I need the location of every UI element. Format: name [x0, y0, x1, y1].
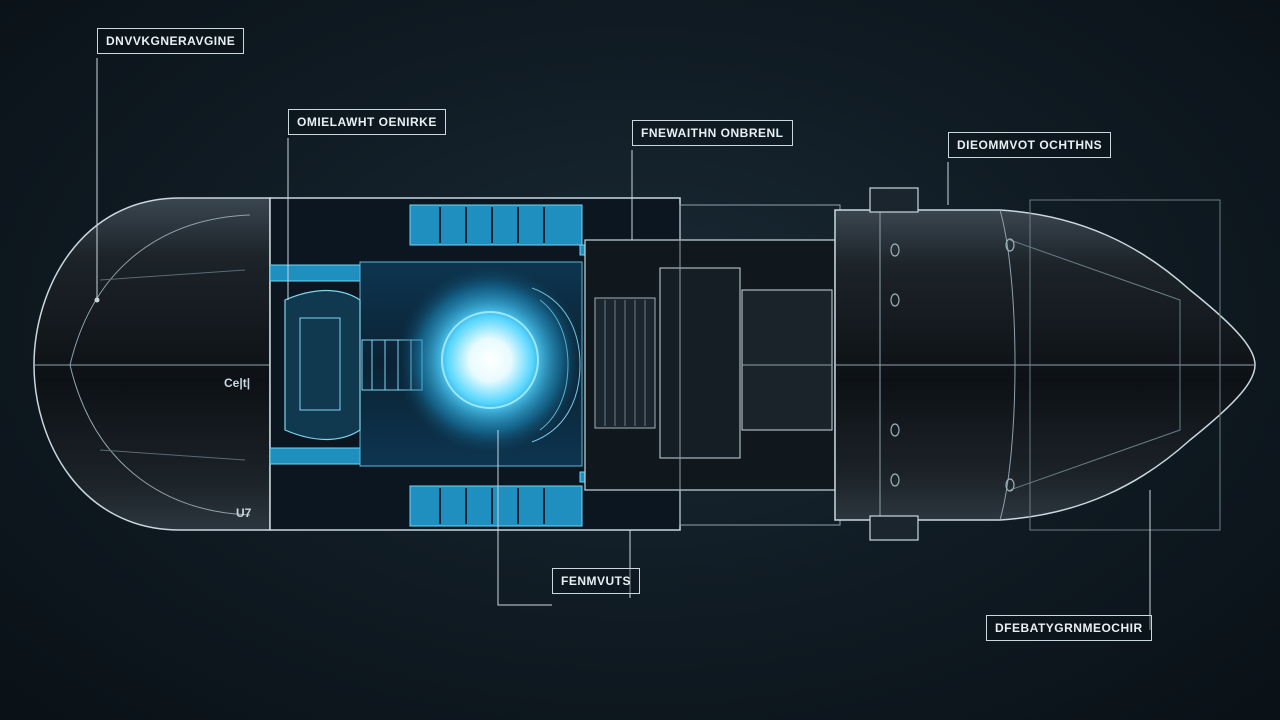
hull-side-marking: Ce|t|	[224, 376, 251, 390]
hull-bottom-marking: U7	[236, 506, 252, 520]
label-bottom-right: DFEBATYGRNMEOCHIR	[986, 615, 1152, 641]
reactor-core	[395, 265, 585, 455]
label-upper-mid-left: OMIELAWHT OENIRKE	[288, 109, 446, 135]
label-bottom-mid: FENMVUTS	[552, 568, 640, 594]
leader-lines	[96, 58, 1151, 630]
label-upper-mid-right: FNEWAITHN ONBRENL	[632, 120, 793, 146]
label-top-left: DNVVKGNERAVGINE	[97, 28, 245, 54]
nose-cone	[33, 197, 271, 531]
label-upper-right: DIEOMMVOT OCHTHNS	[948, 132, 1112, 158]
